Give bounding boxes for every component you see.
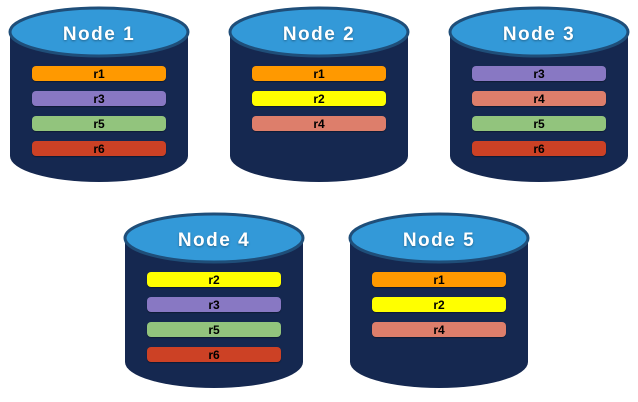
replica-bar[interactable]: r4 — [472, 91, 606, 106]
replica-bar[interactable]: r3 — [147, 297, 281, 312]
replica-bar[interactable]: r3 — [472, 66, 606, 81]
replica-stack: r1 r2 r4 — [252, 66, 386, 141]
node-cylinder-5[interactable]: Node 5 r1 r2 r4 — [348, 212, 530, 390]
replica-bar[interactable]: r6 — [32, 141, 166, 156]
node-cylinder-1[interactable]: Node 1 r1 r3 r5 r6 — [8, 6, 190, 184]
node-cylinder-3[interactable]: Node 3 r3 r4 r5 r6 — [448, 6, 630, 184]
replica-bar[interactable]: r1 — [252, 66, 386, 81]
replica-bar[interactable]: r2 — [147, 272, 281, 287]
replica-bar[interactable]: r4 — [252, 116, 386, 131]
replica-bar[interactable]: r5 — [32, 116, 166, 131]
replica-stack: r1 r3 r5 r6 — [32, 66, 166, 166]
replica-bar[interactable]: r5 — [472, 116, 606, 131]
replica-stack: r2 r3 r5 r6 — [147, 272, 281, 372]
replica-bar[interactable]: r6 — [147, 347, 281, 362]
node-cylinder-2[interactable]: Node 2 r1 r2 r4 — [228, 6, 410, 184]
replica-bar[interactable]: r5 — [147, 322, 281, 337]
replica-bar[interactable]: r4 — [372, 322, 506, 337]
replica-bar[interactable]: r6 — [472, 141, 606, 156]
node-cylinder-4[interactable]: Node 4 r2 r3 r5 r6 — [123, 212, 305, 390]
replica-bar[interactable]: r1 — [32, 66, 166, 81]
replica-bar[interactable]: r2 — [252, 91, 386, 106]
replica-bar[interactable]: r2 — [372, 297, 506, 312]
replica-bar[interactable]: r1 — [372, 272, 506, 287]
replica-bar[interactable]: r3 — [32, 91, 166, 106]
replica-stack: r1 r2 r4 — [372, 272, 506, 347]
replica-stack: r3 r4 r5 r6 — [472, 66, 606, 166]
